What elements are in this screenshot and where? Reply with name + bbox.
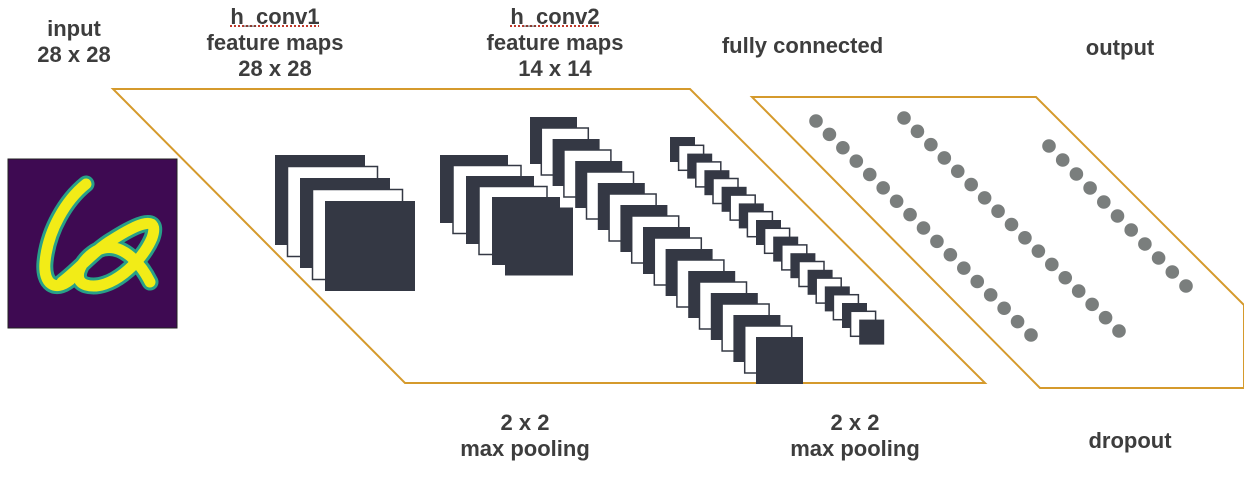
h-conv2-title: h_conv2 bbox=[510, 4, 600, 29]
output-neuron bbox=[1165, 265, 1180, 279]
fc1-neuron bbox=[943, 247, 958, 262]
output-neuron bbox=[1179, 279, 1193, 293]
fc2-neuron bbox=[1071, 284, 1086, 298]
input-size: 28 x 28 bbox=[37, 42, 111, 67]
fc1-neuron bbox=[970, 274, 985, 289]
fc2-neuron bbox=[1045, 257, 1059, 272]
fully-connected-label: fully connected bbox=[721, 33, 884, 58]
output-neuron bbox=[1097, 195, 1111, 209]
h-conv1-subtitle: feature maps bbox=[206, 30, 344, 55]
h-conv1-label: h_conv1 feature maps 28 x 28 bbox=[185, 4, 365, 82]
fully-connected-neurons bbox=[809, 111, 1193, 342]
fc2-neuron bbox=[991, 204, 1005, 218]
fc2-neuron bbox=[1004, 217, 1019, 232]
fc2-neuron bbox=[964, 177, 978, 192]
fc1-neuron bbox=[876, 181, 890, 195]
fc2-neuron bbox=[1085, 297, 1099, 312]
fc1-neuron bbox=[997, 301, 1011, 316]
handwritten-digit bbox=[36, 175, 163, 295]
fc1-neuron bbox=[889, 194, 904, 209]
conv1-feature-map bbox=[325, 201, 415, 291]
fc2-neuron bbox=[924, 137, 938, 152]
fc2-neuron bbox=[937, 151, 952, 165]
fc1-neuron bbox=[836, 140, 850, 155]
pool1-title: max pooling bbox=[460, 436, 590, 461]
output-neuron bbox=[1110, 209, 1125, 223]
output-neuron bbox=[1151, 251, 1166, 265]
fc1-neuron bbox=[862, 167, 877, 182]
input-title: input bbox=[47, 16, 101, 41]
input-image bbox=[7, 158, 178, 329]
pool1-label: 2 x 2 max pooling bbox=[430, 410, 620, 462]
fc2-neuron bbox=[1018, 231, 1032, 245]
dropout-label: dropout bbox=[1088, 428, 1172, 453]
pool2-title: max pooling bbox=[790, 436, 920, 461]
pool1-feature-maps bbox=[440, 155, 573, 276]
fc2-neuron bbox=[1058, 270, 1073, 285]
fc1-neuron bbox=[1024, 328, 1038, 342]
fc2-neuron bbox=[1112, 324, 1126, 338]
fc1-neuron bbox=[849, 154, 864, 168]
output-neuron bbox=[1124, 223, 1138, 237]
fc1-neuron bbox=[983, 288, 998, 302]
fc2-neuron bbox=[910, 124, 925, 139]
fc1-neuron bbox=[916, 221, 931, 235]
h-conv2-subtitle: feature maps bbox=[486, 30, 624, 55]
fc2-neuron bbox=[977, 191, 992, 205]
fc1-neuron bbox=[903, 207, 917, 222]
fc1-neuron bbox=[822, 127, 837, 142]
h-conv2-size: 14 x 14 bbox=[518, 56, 592, 81]
output-neuron bbox=[1069, 167, 1084, 181]
fc2-neuron bbox=[1098, 310, 1113, 325]
h-conv1-title: h_conv1 bbox=[230, 4, 320, 29]
fc2-neuron bbox=[1031, 244, 1046, 258]
pool2-size: 2 x 2 bbox=[830, 410, 880, 435]
conv2-feature-map bbox=[756, 337, 803, 384]
fc1-neuron bbox=[1010, 314, 1025, 329]
output-neuron bbox=[1138, 237, 1152, 251]
pool1-size: 2 x 2 bbox=[500, 410, 550, 435]
conv-block-outline bbox=[110, 88, 988, 384]
pool2-feature-maps bbox=[670, 137, 885, 345]
output-neuron bbox=[1042, 139, 1056, 153]
fc2-neuron bbox=[897, 111, 911, 125]
fc1-neuron bbox=[957, 261, 971, 275]
pool2-feature-map bbox=[859, 319, 885, 345]
output-label: output bbox=[1085, 35, 1155, 60]
fc1-neuron bbox=[930, 234, 944, 249]
conv1-feature-maps bbox=[275, 155, 415, 291]
h-conv2-label: h_conv2 feature maps 14 x 14 bbox=[465, 4, 645, 82]
fc-block-outline bbox=[749, 96, 1244, 389]
input-label: input 28 x 28 bbox=[18, 16, 130, 68]
output-neuron bbox=[1055, 153, 1070, 167]
conv2-feature-maps bbox=[530, 117, 803, 384]
pool2-label: 2 x 2 max pooling bbox=[760, 410, 950, 462]
fc2-neuron bbox=[950, 164, 965, 179]
output-neuron bbox=[1083, 181, 1097, 195]
pool1-feature-map bbox=[505, 207, 573, 276]
fc1-neuron bbox=[809, 114, 823, 128]
h-conv1-size: 28 x 28 bbox=[238, 56, 312, 81]
